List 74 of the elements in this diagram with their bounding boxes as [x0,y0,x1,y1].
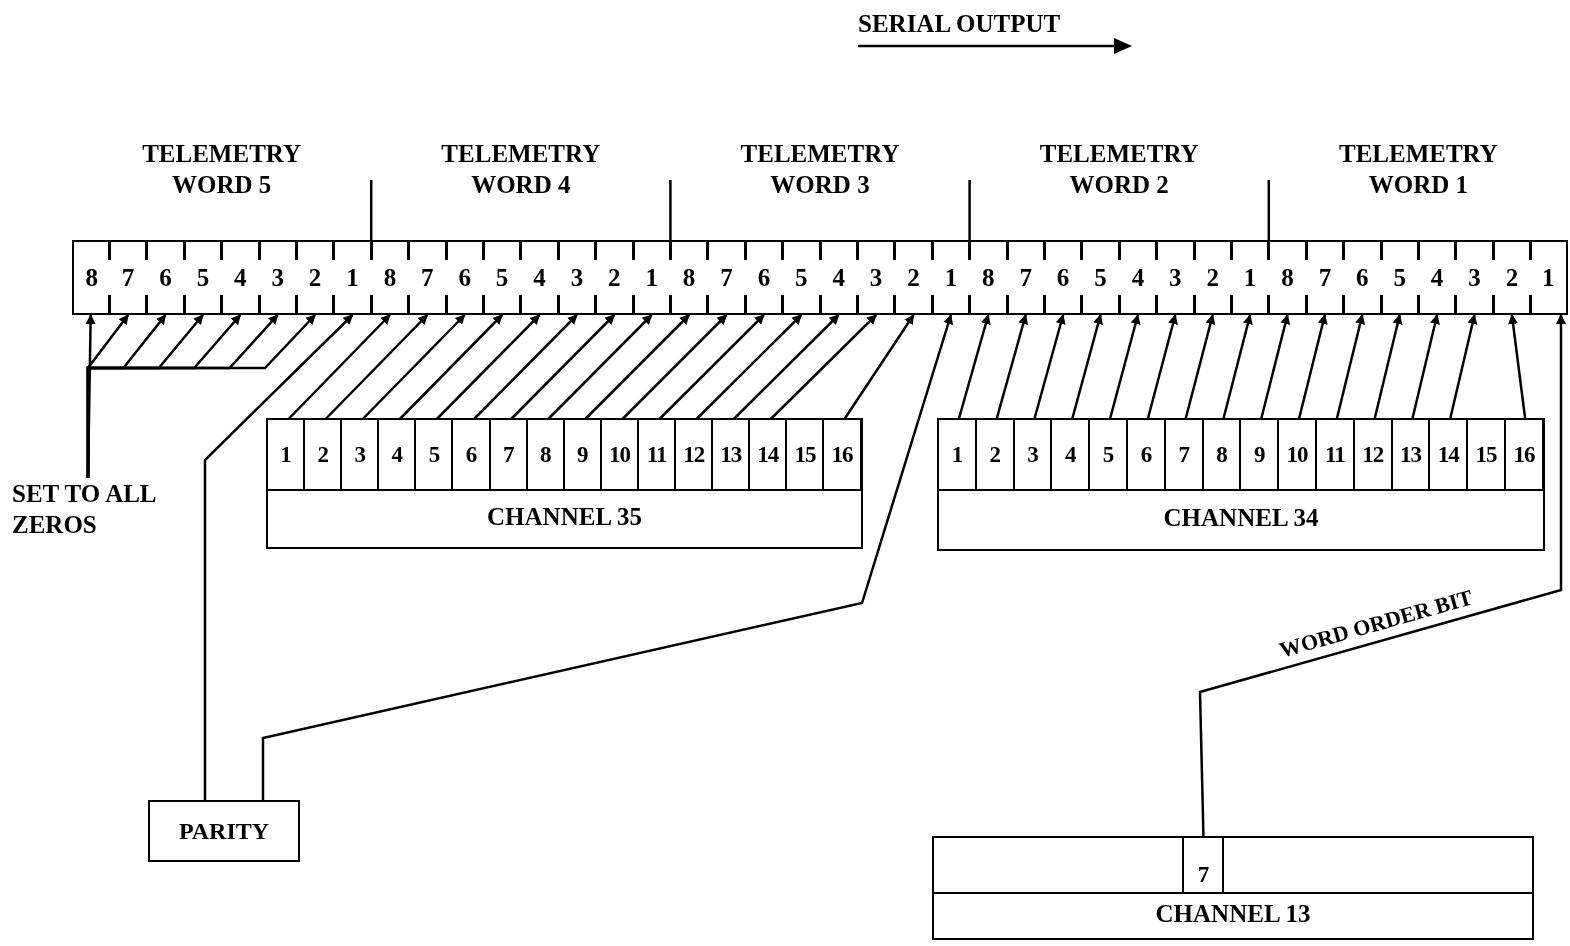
bit-cell: 1 [633,240,671,315]
note-text: SET TO ALL ZEROS [12,478,197,540]
parity-box: PARITY [148,800,300,862]
bit-cell: 3 [857,240,895,315]
serial-output-label: SERIAL OUTPUT [858,10,1061,38]
bit-cell: 5 [1381,240,1419,315]
bit-cell: 6 [146,240,185,315]
arrow [1070,314,1103,421]
channel-label: CHANNEL 34 [1162,504,1320,532]
bit-cell: 3 [259,240,297,315]
bit-cell: 1 [1231,240,1269,315]
arrow [261,314,953,800]
arrow [1259,314,1291,421]
word-label: TELEMETRY WORD 5 [141,139,303,200]
arrow [1032,314,1066,421]
arrow [1108,314,1141,421]
bit-cell: 5 [184,240,222,315]
arrow [1146,314,1178,421]
bit-cell: 3 [1156,240,1194,315]
bit-cell: 7 [1007,240,1045,315]
bit-cell: 1 [333,240,372,315]
arrow [1297,314,1328,421]
bit-cell: 7 [408,240,446,315]
channel-register [266,418,863,549]
channel-register [932,836,1534,940]
arrow [203,314,354,800]
bit-cell: 3 [1455,240,1494,315]
bit-cell: 4 [820,240,858,315]
bit-cell: 8 [1268,240,1307,315]
bit-cell: 6 [1343,240,1381,315]
arrow [1198,314,1566,839]
bit-cell: 7 [1306,240,1344,315]
arrow [957,314,991,421]
bit-cell: 6 [745,240,783,315]
bit-cell: 2 [1194,240,1232,315]
bit-cell: 7 [109,240,147,315]
arrow [1221,314,1253,421]
bit-cell: 8 [670,240,708,315]
channel-register [937,418,1545,551]
bit-cell: 7 [707,240,746,315]
word-label: TELEMETRY WORD 4 [440,139,602,200]
arrow [1410,314,1440,421]
bit-cell: 8 [969,240,1007,315]
bit-cell: 4 [1119,240,1157,315]
bit-cell: 4 [221,240,259,315]
arrow [1184,314,1216,421]
arrow [1373,314,1403,421]
bit-cell: 2 [296,240,334,315]
bit-cell: 6 [1044,240,1082,315]
bit-cell: 1 [1530,240,1568,315]
channel-label: CHANNEL 13 [1154,900,1312,928]
bit-cell: 4 [520,240,559,315]
bit-cell: 8 [72,240,110,315]
bit-cell: 6 [446,240,484,315]
arrow [995,314,1029,421]
arrow [1448,314,1478,421]
bit-cell: 3 [558,240,596,315]
arrow [1508,314,1527,421]
bit-cell: 2 [1493,240,1531,315]
bit-cell: 1 [932,240,970,315]
bit-cell: 5 [483,240,521,315]
bit-cell: 8 [371,240,409,315]
bit-cell: 2 [595,240,633,315]
arrow [1335,314,1365,421]
channel-label: CHANNEL 35 [486,503,643,531]
bit-cell: 5 [782,240,820,315]
word-label: TELEMETRY WORD 2 [1038,139,1200,200]
word-label: TELEMETRY WORD 1 [1337,139,1499,200]
arrow [86,314,316,478]
bit-cell: 4 [1418,240,1456,315]
bit-cell: 7 [1182,838,1224,892]
bit-cell: 5 [1081,240,1120,315]
word-label: TELEMETRY WORD 3 [739,139,901,200]
bit-cell: 2 [894,240,933,315]
